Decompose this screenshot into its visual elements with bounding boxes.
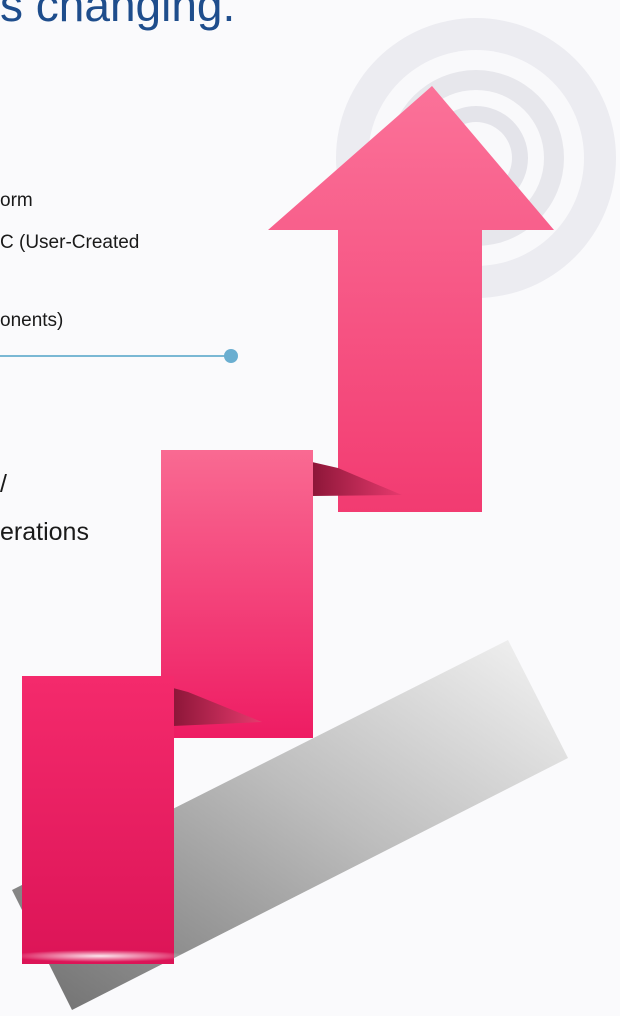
divider-dot: [224, 349, 238, 363]
bullet-line-1: orm: [0, 190, 33, 211]
stair-step-icon: [161, 450, 313, 738]
section-divider: [0, 355, 232, 357]
up-arrow-icon: [268, 86, 554, 512]
bullet-line-6: erations: [0, 518, 89, 546]
page-title: s changing.: [0, 0, 236, 31]
fold-shadow-upper: [312, 462, 402, 496]
floor-glow: [10, 950, 190, 962]
fold-shadow-lower: [173, 688, 262, 726]
bullet-line-4: onents): [0, 310, 64, 331]
front-step: [22, 676, 174, 964]
bullet-line-5: /: [0, 470, 7, 498]
bullet-line-2: C (User-Created: [0, 232, 140, 253]
